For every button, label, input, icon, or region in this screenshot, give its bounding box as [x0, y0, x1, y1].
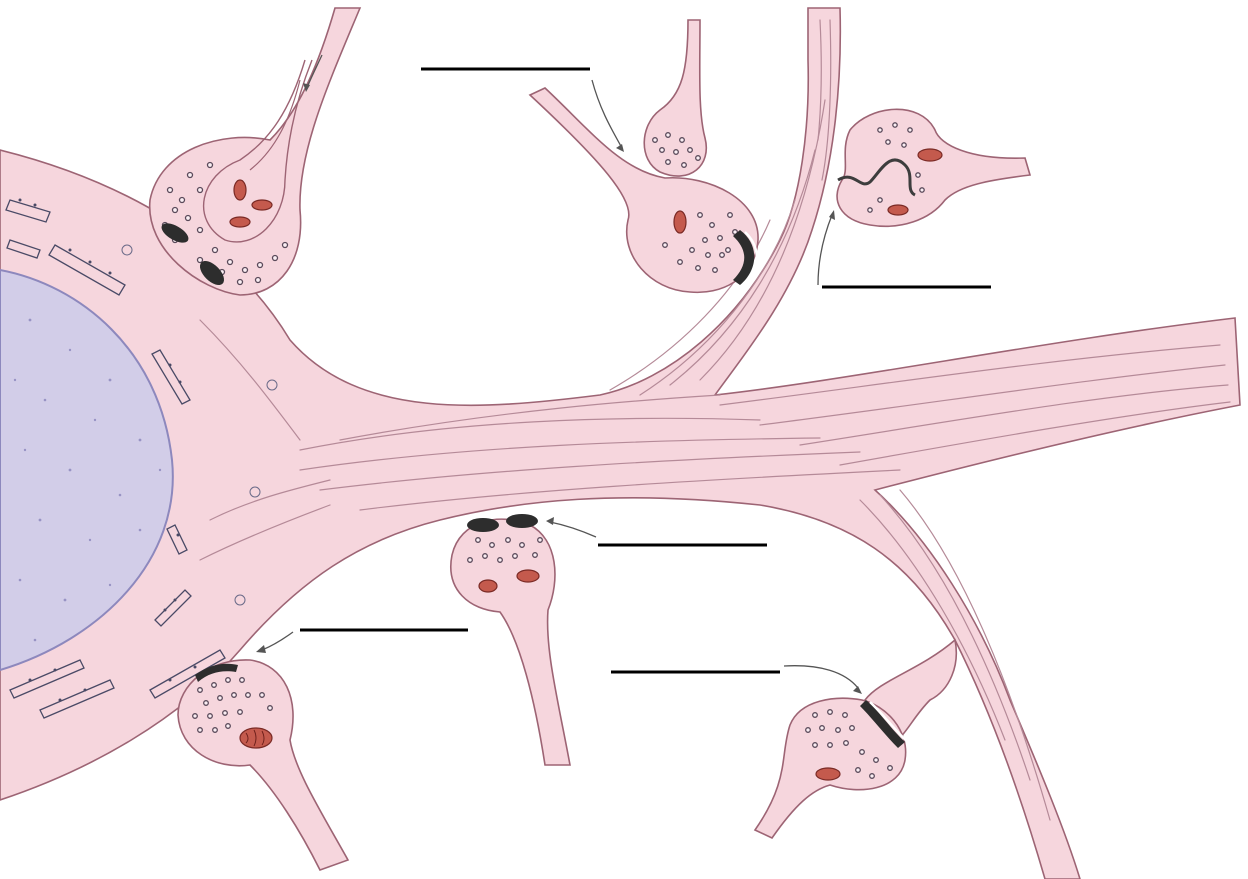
mitochondrion: [234, 180, 246, 200]
synaptic-thickening: [467, 518, 499, 532]
mitochondrion: [517, 570, 539, 582]
mitochondrion: [918, 149, 942, 161]
mitochondrion: [888, 205, 908, 215]
synapse-spine-top-right: [818, 109, 1030, 285]
synapse-axoaxonic-top: [530, 20, 758, 292]
mitochondrion: [816, 768, 840, 780]
neuron-cell-body: [0, 8, 1240, 879]
synapse-spine-bottom-right: [755, 640, 956, 838]
mitochondrion: [479, 580, 497, 592]
synapse-axodendritic-bottom: [451, 514, 596, 765]
synaptic-thickening: [506, 514, 538, 528]
mitochondrion: [252, 200, 272, 210]
synapse-axosomatic-top: [150, 8, 360, 295]
mitochondrion: [674, 211, 686, 233]
mitochondrion: [230, 217, 250, 227]
